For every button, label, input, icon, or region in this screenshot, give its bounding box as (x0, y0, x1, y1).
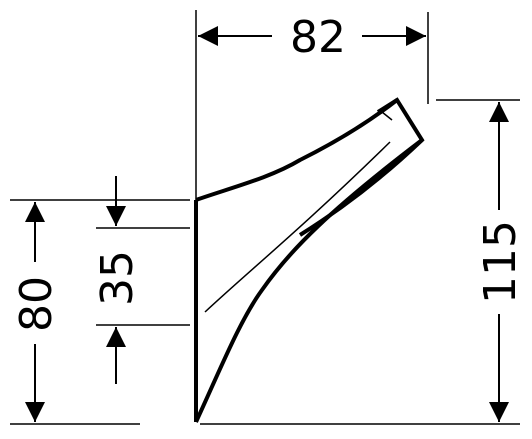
dimension-total-height: 115 (475, 102, 526, 422)
hook-top-edge (195, 98, 399, 202)
hook-outline (194, 97, 425, 423)
hook-tip-inner-line (381, 111, 393, 121)
hook-bottom-edge (194, 138, 424, 423)
dimension-width: 82 (198, 12, 426, 63)
hook-inner-line (204, 141, 391, 313)
hook-tip (298, 97, 425, 237)
dimension-width-label: 82 (290, 12, 346, 63)
dimension-mount-height: 35 (92, 176, 143, 384)
dimension-base-height: 80 (11, 202, 62, 422)
dimension-base-height-label: 80 (11, 276, 62, 332)
dimension-total-height-label: 115 (475, 220, 526, 304)
dimension-mount-height-label: 35 (92, 250, 143, 306)
extension-lines (10, 10, 520, 425)
